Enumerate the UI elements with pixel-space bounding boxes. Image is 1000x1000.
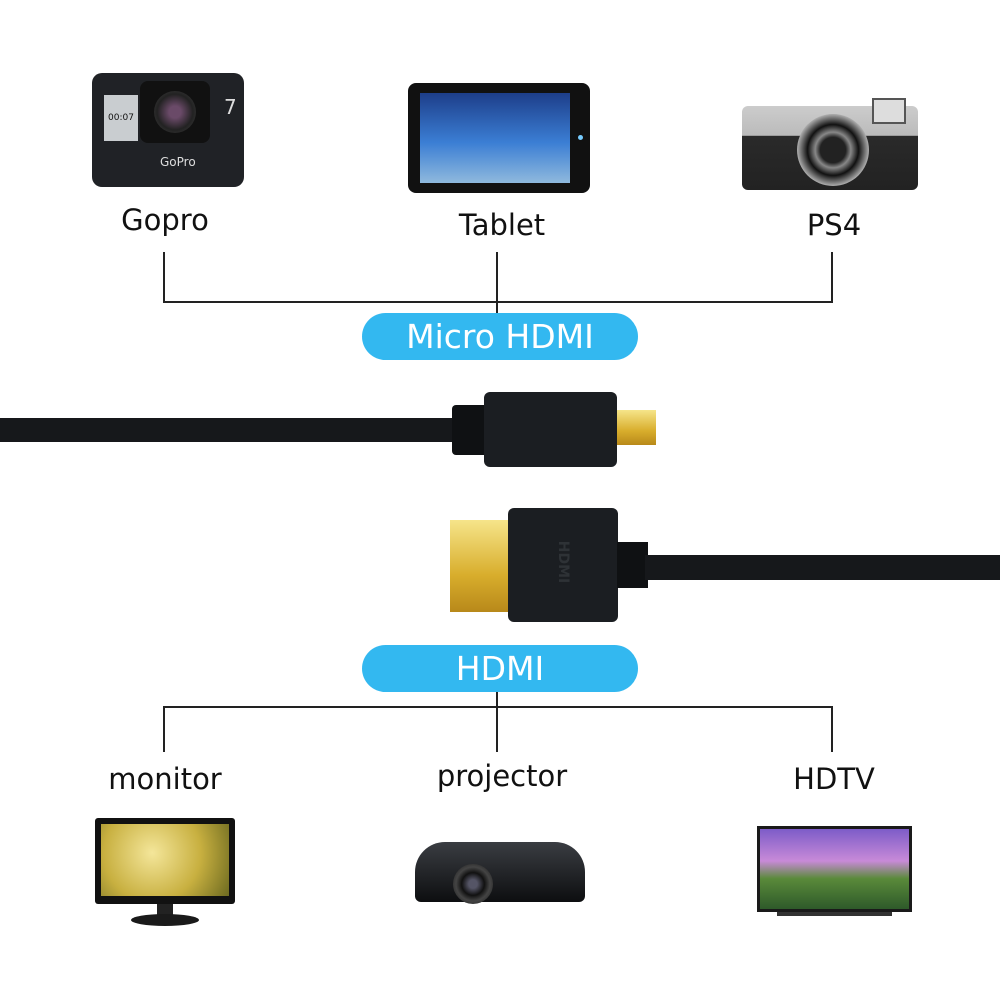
hdmi-label: HDMI (362, 645, 638, 692)
projector-lens (453, 864, 493, 904)
device-label-monitor: monitor (108, 762, 222, 796)
micro-hdmi-gold-tip (617, 410, 656, 445)
connector-line (496, 692, 498, 708)
device-label-ps4: PS4 (806, 208, 862, 242)
connector-line (831, 706, 833, 752)
monitor-stand (131, 914, 199, 926)
device-label-hdtv: HDTV (793, 762, 875, 796)
tablet-camera-dot (578, 135, 583, 140)
connector-line (496, 706, 498, 752)
gopro-logo: GoPro (160, 155, 196, 169)
device-label-gopro: Gopro (121, 203, 209, 237)
camera-viewfinder (872, 98, 906, 124)
monitor-screen (101, 824, 229, 896)
micro-hdmi-collar (452, 405, 488, 455)
hdmi-cable (645, 555, 1000, 580)
gopro-badge: 7 (224, 95, 237, 119)
connector-line (496, 252, 498, 313)
connector-line (163, 706, 165, 752)
connector-line (163, 301, 833, 303)
camera-image (742, 92, 918, 190)
gopro-lens (154, 91, 196, 133)
connector-line (163, 252, 165, 303)
hdtv-stand (777, 912, 892, 916)
connector-line (831, 252, 833, 303)
gopro-camera-image: 00:07 7 GoPro (92, 73, 244, 187)
tablet-screen (420, 93, 570, 183)
device-label-projector: projector (436, 759, 568, 793)
tablet-image (408, 83, 590, 193)
connector-line (163, 706, 833, 708)
hdmi-gold-tip (450, 520, 512, 612)
micro-hdmi-cable (0, 418, 460, 442)
hdmi-collar (617, 542, 648, 588)
micro-hdmi-plug-body (484, 392, 617, 467)
projector-body (415, 842, 585, 902)
camera-lens (797, 114, 869, 186)
monitor-image (95, 818, 235, 928)
hdmi-plug-body: HDMI (508, 508, 618, 622)
hdtv-image (757, 826, 912, 918)
device-label-tablet: Tablet (458, 208, 546, 242)
gopro-screen: 00:07 (104, 95, 138, 141)
monitor-neck (157, 904, 173, 916)
micro-hdmi-label: Micro HDMI (362, 313, 638, 360)
projector-image (415, 828, 585, 910)
hdtv-screen (760, 829, 909, 909)
hdmi-logo: HDMI (555, 540, 571, 584)
